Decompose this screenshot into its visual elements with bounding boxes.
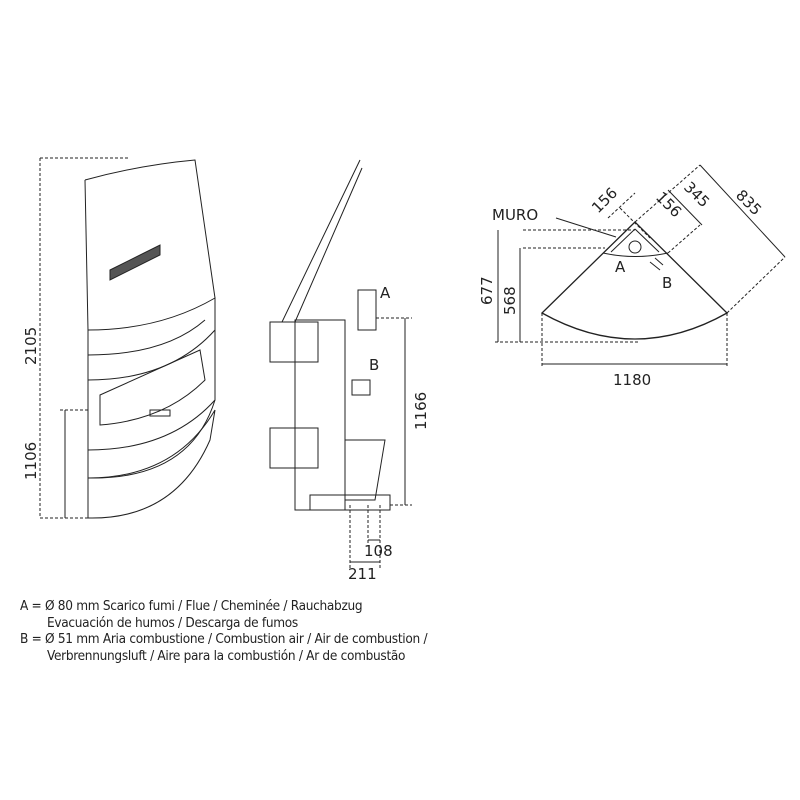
dim-1180: 1180: [613, 371, 651, 389]
dim-1166: 1166: [412, 392, 430, 430]
label-a-side: A: [380, 284, 391, 302]
label-b-plan: B: [662, 274, 672, 292]
dim-2105: 2105: [22, 327, 40, 365]
legend-a-cont: Evacuación de humos / Descarga de fumos: [47, 614, 298, 631]
plan-view: MURO A B 156 156 345 835 677 568 1180: [478, 164, 786, 389]
wall-label: MURO: [492, 206, 538, 224]
legend-a: A = Ø 80 mm Scarico fumi / Flue / Chemin…: [20, 598, 363, 614]
dim-108: 108: [364, 542, 393, 560]
front-view: 2105 1106: [22, 157, 216, 519]
dim-1106: 1106: [22, 442, 40, 480]
dim-677: 677: [478, 276, 496, 305]
dim-345: 345: [680, 178, 713, 211]
dim-156-right: 156: [652, 188, 685, 221]
label-a-plan: A: [615, 258, 626, 276]
dim-156-left: 156: [588, 184, 621, 217]
label-b-side: B: [369, 356, 379, 374]
dim-568: 568: [501, 286, 519, 315]
side-view: A B 1166 108 211: [269, 159, 430, 583]
dim-835: 835: [732, 186, 765, 219]
legend-b-cont: Verbrennungsluft / Aire para la combusti…: [47, 647, 406, 664]
legend: A = Ø 80 mm Scarico fumi / Flue / Chemin…: [20, 598, 428, 664]
dim-211: 211: [348, 565, 377, 583]
legend-b: B = Ø 51 mm Aria combustione / Combustio…: [20, 631, 428, 647]
